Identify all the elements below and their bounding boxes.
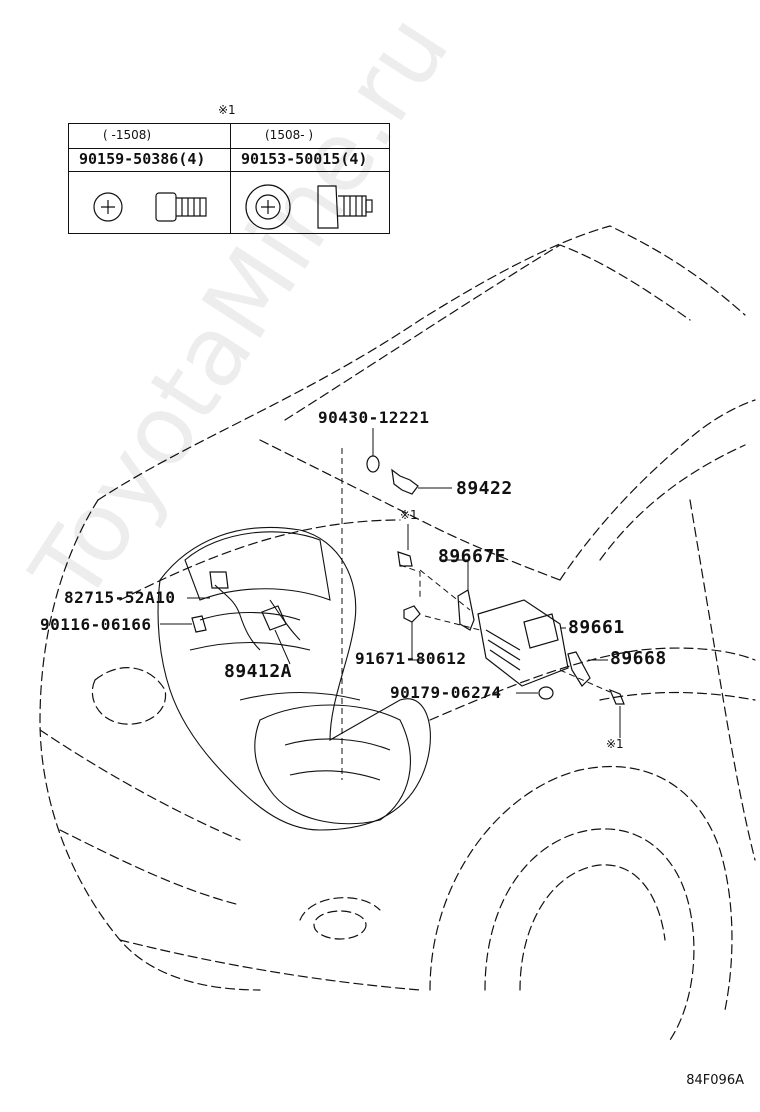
- sensor-wire-2: [269, 599, 301, 641]
- bolt-mark1-top: [397, 551, 413, 567]
- callout-90430-12221[interactable]: 90430-12221: [318, 408, 430, 427]
- grille-line-2: [59, 829, 241, 906]
- assembly-line-bracket: [399, 564, 421, 600]
- legend-left-screw-head: [93, 192, 123, 222]
- legend-right-bolt-head-outer: [245, 184, 291, 230]
- transmission: [254, 704, 411, 825]
- legend-left-thread: [176, 197, 207, 217]
- legend-right-tip: [365, 199, 373, 213]
- engine-detail-2: [189, 641, 311, 651]
- bolt-90116: [191, 615, 207, 633]
- grille-line: [39, 729, 241, 841]
- legend-right-part-number: 90153-50015(4): [241, 150, 368, 168]
- callout-89667E[interactable]: 89667E: [438, 546, 507, 567]
- engine-detail-1: [199, 612, 301, 621]
- tire-inner: [519, 864, 666, 991]
- bracket-89667E: [457, 589, 475, 631]
- legend-right-bolt-side: [317, 185, 339, 229]
- callout-89661[interactable]: 89661: [568, 617, 625, 638]
- engine-detail-5: [289, 770, 381, 781]
- grommet-90179: [538, 686, 554, 700]
- callout-mark1-bottom: ※1: [606, 737, 624, 751]
- legend-right-cross: [261, 200, 275, 214]
- legend-row-divider-2: [69, 171, 389, 172]
- engine-block: [157, 526, 431, 831]
- legend-row-divider-1: [69, 148, 389, 149]
- nut-91671: [403, 605, 421, 623]
- legend-left-cross: [101, 200, 115, 214]
- engine-bay-edge: [119, 519, 401, 601]
- legend-right-range: (1508- ): [265, 128, 314, 142]
- sensor-89422: [391, 468, 419, 495]
- bumper-outline: [39, 499, 261, 991]
- ecu-fins: [485, 629, 521, 671]
- engine-detail-4: [284, 738, 391, 751]
- ecu-89661: [477, 599, 569, 687]
- tire: [484, 828, 695, 1041]
- fog-lamp-ring: [299, 897, 381, 921]
- callout-mark1-top: ※1: [400, 508, 418, 522]
- gasket-90430: [366, 455, 380, 473]
- sensor-89412A: [261, 605, 287, 631]
- callout-90116-06166[interactable]: 90116-06166: [40, 615, 152, 634]
- legend-divider: [230, 124, 231, 233]
- hood-front-edge: [259, 439, 561, 581]
- callout-89422[interactable]: 89422: [456, 478, 513, 499]
- ecu-connector: [523, 613, 559, 649]
- callout-91671-80612[interactable]: 91671-80612: [355, 649, 467, 668]
- fastener-legend-table: ( -1508) (1508- ) 90159-50386(4) 90153-5…: [68, 123, 390, 234]
- diagram-code: 84F096A: [686, 1073, 744, 1088]
- fog-lamp: [313, 910, 367, 940]
- callout-89412A[interactable]: 89412A: [224, 661, 293, 682]
- callout-89668[interactable]: 89668: [610, 648, 667, 669]
- hood-inner-line: [284, 244, 691, 421]
- callout-90179-06274[interactable]: 90179-06274: [390, 683, 502, 702]
- legend-left-part-number: 90159-50386(4): [79, 150, 206, 168]
- engine-head: [184, 531, 331, 601]
- leader-89667E: [440, 559, 469, 590]
- bolt-mark1-bottom: [608, 688, 625, 705]
- legend-left-range: ( -1508): [103, 128, 152, 142]
- bumper-lower: [119, 939, 421, 991]
- legend-left-screw-side: [155, 192, 177, 222]
- sensor-82715: [209, 571, 229, 589]
- sensor-wire: [214, 584, 261, 651]
- legend-right-bolt-head-inner: [255, 194, 281, 220]
- windshield-line: [559, 399, 756, 581]
- fender-line: [429, 647, 756, 721]
- bracket-89668: [567, 651, 591, 687]
- leader-89412A: [274, 629, 291, 665]
- engine-detail-3: [239, 691, 361, 701]
- legend-marker: ※1: [218, 103, 236, 117]
- rocker-line: [599, 691, 756, 701]
- assembly-line-ecu: [419, 569, 611, 693]
- headlamp: [91, 667, 167, 725]
- door-line: [689, 499, 756, 861]
- hood-outline: [97, 225, 746, 501]
- leader-91671: [411, 622, 425, 661]
- callout-82715-52A10[interactable]: 82715-52A10: [64, 588, 176, 607]
- wheel-arch: [429, 765, 733, 1011]
